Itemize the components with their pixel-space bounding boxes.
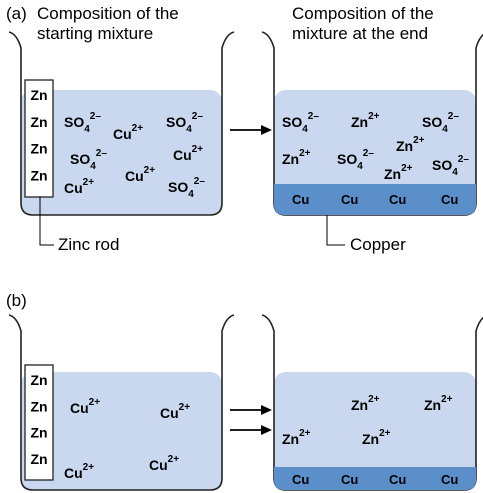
zinc-ion: Zn2+ — [282, 428, 311, 447]
sulfate-ion: SO42– — [337, 148, 374, 172]
solid-copper-label: Cu — [389, 192, 406, 207]
zinc-ion: Zn2+ — [396, 135, 425, 154]
beaker-a-right-solution — [274, 90, 476, 215]
zinc-ion: Zn2+ — [384, 163, 413, 182]
reaction-arrow-b-1-head — [261, 405, 272, 415]
beaker-b-right-solution — [274, 372, 476, 490]
zinc-rod-a-label: Zn — [30, 87, 47, 103]
solid-copper-label: Cu — [441, 192, 458, 207]
beaker-b-left-solution — [21, 372, 222, 490]
zinc-rod-b-label: Zn — [30, 425, 47, 441]
solid-copper-label: Cu — [441, 472, 458, 487]
caption-end-line: Composition of the mixture at the end — [292, 4, 434, 43]
copper-layer-a — [274, 184, 476, 215]
zinc-ion: Zn2+ — [424, 394, 453, 413]
zinc-rod-b — [24, 364, 54, 481]
solid-copper-label: Cu — [292, 472, 309, 487]
reaction-arrow-b-2-head — [261, 425, 272, 435]
zinc-rod-a — [24, 79, 54, 198]
copper-ion: Cu2+ — [125, 165, 155, 184]
zinc-ion: Zn2+ — [282, 148, 311, 167]
sulfate-ion: SO42– — [168, 176, 205, 200]
copper-layer-b — [274, 467, 476, 490]
beaker-a-left-outline — [8, 31, 235, 216]
beaker-b-left-outline — [8, 314, 235, 491]
callout-copper-line — [326, 215, 345, 246]
zinc-rod-b-label: Zn — [30, 398, 47, 414]
callout-zinc-rod-line — [39, 197, 54, 246]
sulfate-ion: SO42– — [64, 111, 101, 135]
copper-ion: Cu2+ — [149, 454, 179, 473]
copper-ion: Cu2+ — [70, 397, 100, 416]
panel-a-label: (a) — [6, 4, 27, 23]
solid-copper-label: Cu — [341, 472, 358, 487]
sulfate-ion: SO42– — [282, 111, 319, 135]
zinc-rod-b-label: Zn — [30, 372, 47, 388]
callout-zinc-rod-label: Zinc rod — [58, 235, 120, 254]
callout-copper-label: Copper — [350, 235, 406, 254]
panel-b-label: (b) — [6, 291, 27, 310]
caption-starting-mixture: Composition of the starting mixture — [37, 4, 179, 44]
caption-starting-line: Composition of the starting mixture — [37, 4, 179, 43]
zinc-rod-b-label: Zn — [30, 451, 47, 467]
copper-ion: Cu2+ — [64, 177, 94, 196]
solid-copper-label: Cu — [341, 192, 358, 207]
beaker-a-left-solution — [21, 90, 222, 215]
sulfate-ion: SO42– — [166, 111, 203, 135]
sulfate-ion: SO42– — [422, 111, 459, 135]
reaction-arrow-a-head — [261, 125, 272, 135]
sulfate-ion: SO42– — [432, 154, 469, 178]
zinc-ion: Zn2+ — [351, 394, 380, 413]
copper-ion: Cu2+ — [113, 123, 143, 142]
copper-ion: Cu2+ — [64, 462, 94, 481]
solid-copper-label: Cu — [389, 472, 406, 487]
caption-end-mixture: Composition of the mixture at the end — [292, 4, 434, 44]
copper-ion: Cu2+ — [160, 402, 190, 421]
zinc-ion: Zn2+ — [362, 428, 391, 447]
zinc-rod-a-label: Zn — [30, 114, 47, 130]
figure-group: ZnZnZnZnSO42–Cu2+SO42–SO42–Cu2+Cu2+Cu2+S… — [8, 31, 483, 491]
zinc-rod-a-label: Zn — [30, 141, 47, 157]
solid-copper-label: Cu — [292, 192, 309, 207]
sulfate-ion: SO42– — [70, 148, 107, 172]
zinc-ion: Zn2+ — [351, 111, 380, 130]
copper-ion: Cu2+ — [173, 144, 203, 163]
zinc-rod-a-label: Zn — [30, 167, 47, 183]
